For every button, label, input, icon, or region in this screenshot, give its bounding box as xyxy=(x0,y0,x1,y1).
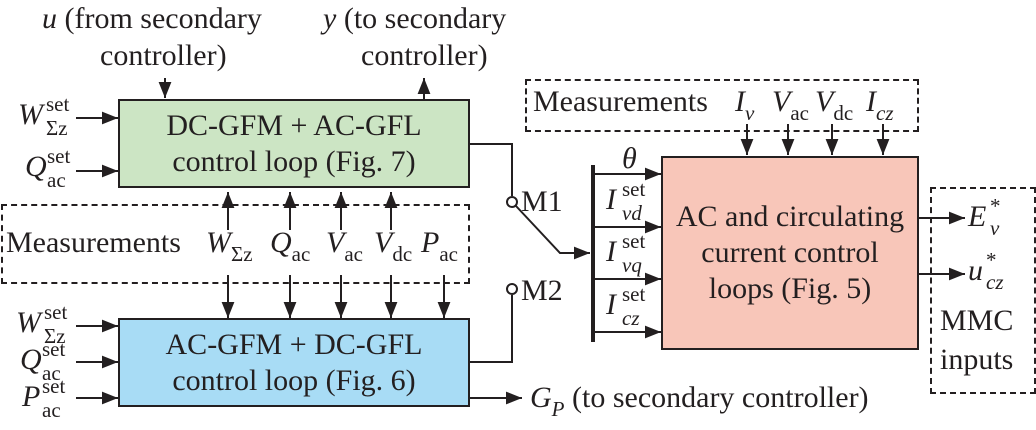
right-measurements-title: Measurements xyxy=(533,85,708,118)
q-ac-set-input: Q set ac xyxy=(25,144,71,192)
switch-position-m2[interactable]: M2 xyxy=(521,274,563,307)
dc-gfm-block-title: DC-GFM + AC-GFL xyxy=(166,108,422,142)
left-measurements-box xyxy=(1,204,470,284)
ac-gfm-block-title: AC-GFM + DC-GFL xyxy=(165,327,423,361)
i-vd-set-signal: I set vd xyxy=(606,177,646,225)
e-v-star-output: E * v xyxy=(968,194,1001,240)
w-sigma-z-set-input: W set Σz xyxy=(18,92,70,140)
y-symbol: y xyxy=(323,2,337,35)
ac-gfm-block-subtitle: control loop (Fig. 6) xyxy=(172,363,416,397)
inputs-label: inputs xyxy=(940,343,1014,376)
dc-gfm-ac-gfl-block[interactable]: DC-GFM + AC-GFL control loop (Fig. 7) xyxy=(118,99,470,188)
right-meas-v-ac: Vac xyxy=(772,85,809,125)
left-meas-w-sigma-z: WΣz xyxy=(206,226,253,266)
y-label-line2: controller) xyxy=(361,39,488,72)
ac-gfm-output-wire xyxy=(470,295,513,363)
mmc-inputs-box xyxy=(930,187,1036,394)
i-cz-set-signal: I set cz xyxy=(606,282,646,330)
u-symbol: u xyxy=(42,2,57,35)
p-ac-set-input: P set ac xyxy=(22,374,66,422)
y-label-line1: (to secondary xyxy=(343,2,507,35)
gp-output-label: GP (to secondary controller) xyxy=(530,381,869,421)
ac-gfm-dc-gfl-block[interactable]: AC-GFM + DC-GFL control loop (Fig. 6) xyxy=(118,318,470,407)
u-label-line1: (from secondary xyxy=(64,2,262,35)
left-meas-q-ac: Qac xyxy=(270,226,311,266)
switch-position-m1[interactable]: M1 xyxy=(521,185,563,218)
m1-terminal[interactable] xyxy=(506,196,518,208)
right-meas-i-v: Iv xyxy=(735,85,755,125)
right-measurements-box xyxy=(525,79,919,132)
left-meas-v-ac: Vac xyxy=(326,226,363,266)
u-label-line2: controller) xyxy=(100,39,227,72)
w-sigma-z-set-input-2: W set Σz xyxy=(16,300,68,348)
y-to-secondary-label: y (to secondary xyxy=(323,4,506,34)
current-control-block[interactable]: AC and circulating current control loops… xyxy=(661,156,919,350)
m2-terminal[interactable] xyxy=(506,283,518,295)
q-ac-set-input-2: Q set ac xyxy=(20,337,66,385)
switch-lever[interactable] xyxy=(515,205,590,260)
current-block-line3: loops (Fig. 5) xyxy=(708,272,872,305)
u-cz-star-output: u * cz xyxy=(968,248,1004,294)
current-block-line1: AC and circulating xyxy=(675,200,905,233)
left-meas-v-dc: Vdc xyxy=(374,226,413,266)
dc-gfm-block-subtitle: control loop (Fig. 7) xyxy=(172,144,416,178)
theta-signal: θ xyxy=(622,142,637,175)
left-meas-p-ac: Pac xyxy=(421,226,458,266)
current-block-line2: current control xyxy=(701,236,879,269)
i-vq-set-signal: I set vq xyxy=(606,229,646,277)
right-meas-v-dc: Vdc xyxy=(815,85,854,125)
left-measurements-title: Measurements xyxy=(6,226,181,259)
dc-gfm-output-wire xyxy=(470,143,513,196)
right-meas-i-cz: Icz xyxy=(866,85,894,125)
mmc-label: MMC xyxy=(940,304,1014,337)
u-from-secondary-label: u (from secondary xyxy=(42,4,262,34)
